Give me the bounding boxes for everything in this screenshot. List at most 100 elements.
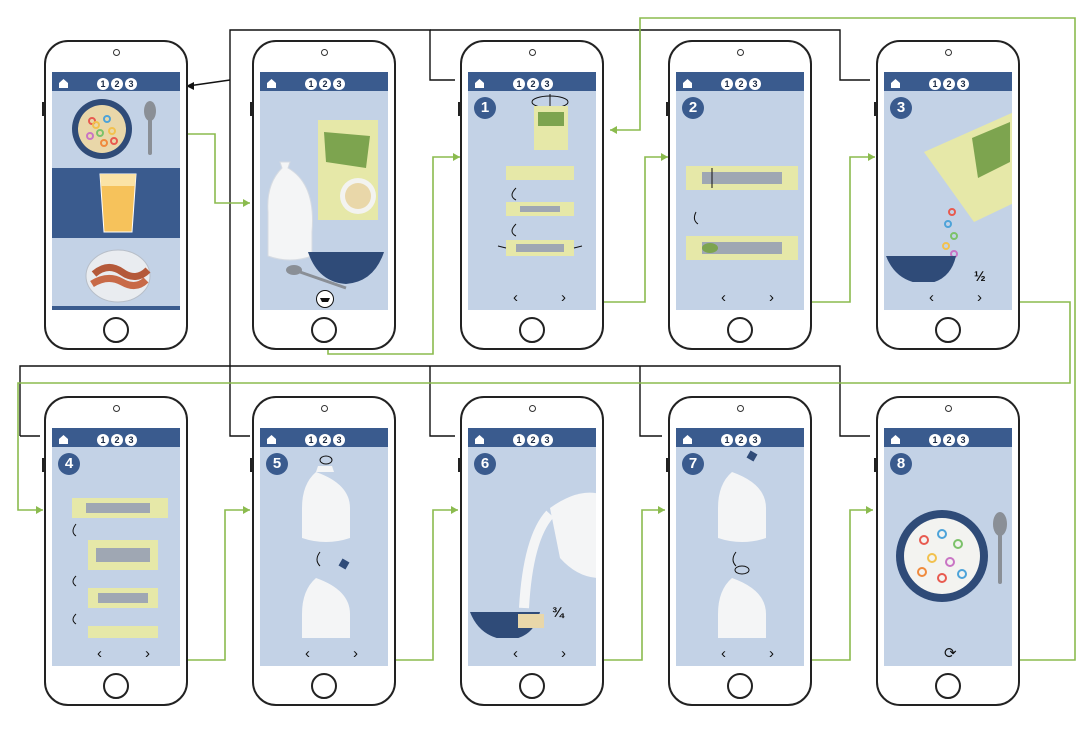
home-button[interactable] <box>935 673 961 699</box>
next-button[interactable]: › <box>353 645 358 662</box>
home-icon[interactable] <box>682 76 693 88</box>
ingredients-illustration <box>260 92 388 292</box>
home-icon[interactable] <box>58 432 69 444</box>
step-dot-3[interactable]: 3 <box>333 434 345 446</box>
step-dot-2[interactable]: 2 <box>527 78 539 90</box>
next-button[interactable]: › <box>561 645 566 662</box>
step-dot-1[interactable]: 1 <box>305 434 317 446</box>
inner-bag-illustration <box>676 92 804 282</box>
step-dot-1[interactable]: 1 <box>513 434 525 446</box>
step-dot-2[interactable]: 2 <box>943 78 955 90</box>
home-button[interactable] <box>519 673 545 699</box>
home-icon[interactable] <box>58 76 69 88</box>
step-dot-2[interactable]: 2 <box>111 78 123 90</box>
step-dot-2[interactable]: 2 <box>527 434 539 446</box>
side-button <box>458 458 461 472</box>
step-dot-3[interactable]: 3 <box>957 78 969 90</box>
open-milk-illustration <box>260 448 388 641</box>
bacon-option[interactable] <box>52 240 180 310</box>
next-button[interactable]: › <box>769 289 774 306</box>
step-dot-3[interactable]: 3 <box>125 78 137 90</box>
next-button[interactable]: › <box>977 289 982 306</box>
home-icon[interactable] <box>474 76 485 88</box>
step-dot-1[interactable]: 1 <box>929 78 941 90</box>
home-icon[interactable] <box>266 76 277 88</box>
next-button[interactable]: › <box>769 645 774 662</box>
prev-button[interactable]: ‹ <box>929 289 934 306</box>
step-dot-3[interactable]: 3 <box>541 78 553 90</box>
step-dot-1[interactable]: 1 <box>97 434 109 446</box>
home-button[interactable] <box>103 317 129 343</box>
home-button[interactable] <box>727 673 753 699</box>
step-dot-3[interactable]: 3 <box>333 78 345 90</box>
restart-button[interactable]: ⟳ <box>944 645 957 662</box>
next-button[interactable]: › <box>561 289 566 306</box>
home-icon[interactable] <box>474 432 485 444</box>
home-icon[interactable] <box>682 432 693 444</box>
home-button[interactable] <box>727 317 753 343</box>
prev-button[interactable]: ‹ <box>97 645 102 662</box>
prev-button[interactable]: ‹ <box>513 289 518 306</box>
home-icon[interactable] <box>890 432 901 444</box>
step-dot-3[interactable]: 3 <box>125 434 137 446</box>
side-button <box>42 102 45 116</box>
home-button[interactable] <box>311 317 337 343</box>
finished-cereal-illustration <box>884 448 1012 638</box>
step-dot-2[interactable]: 2 <box>319 434 331 446</box>
prev-button[interactable]: ‹ <box>305 645 310 662</box>
home-button[interactable] <box>103 673 129 699</box>
step-dot-3[interactable]: 3 <box>957 434 969 446</box>
step-dot-1[interactable]: 1 <box>929 434 941 446</box>
step-dot-2[interactable]: 2 <box>735 434 747 446</box>
camera <box>529 405 536 412</box>
step-badge: 1 <box>474 97 496 119</box>
step-dot-2[interactable]: 2 <box>943 434 955 446</box>
camera <box>113 405 120 412</box>
step-dot-3[interactable]: 3 <box>749 434 761 446</box>
prev-button[interactable]: ‹ <box>721 289 726 306</box>
step-dot-3[interactable]: 3 <box>749 78 761 90</box>
step-dot-3[interactable]: 3 <box>541 434 553 446</box>
step-dot-2[interactable]: 2 <box>111 434 123 446</box>
juice-option[interactable] <box>52 168 180 238</box>
side-button <box>666 458 669 472</box>
home-button[interactable] <box>935 317 961 343</box>
step-dot-1[interactable]: 1 <box>513 78 525 90</box>
cereal-option[interactable] <box>52 91 180 167</box>
home-icon[interactable] <box>266 432 277 444</box>
start-button-icon[interactable] <box>316 290 334 308</box>
step-dot-2[interactable]: 2 <box>735 78 747 90</box>
next-button[interactable]: › <box>145 645 150 662</box>
side-button <box>874 102 877 116</box>
step-dot-1[interactable]: 1 <box>305 78 317 90</box>
fill-amount-label: ½ <box>974 268 986 284</box>
step-dot-1[interactable]: 1 <box>97 78 109 90</box>
side-button <box>874 458 877 472</box>
step-dot-1[interactable]: 1 <box>721 434 733 446</box>
home-icon[interactable] <box>890 76 901 88</box>
home-button[interactable] <box>519 317 545 343</box>
home-button[interactable] <box>311 673 337 699</box>
step-dot-1[interactable]: 1 <box>721 78 733 90</box>
step-dot-2[interactable]: 2 <box>319 78 331 90</box>
prev-button[interactable]: ‹ <box>721 645 726 662</box>
prev-button[interactable]: ‹ <box>513 645 518 662</box>
